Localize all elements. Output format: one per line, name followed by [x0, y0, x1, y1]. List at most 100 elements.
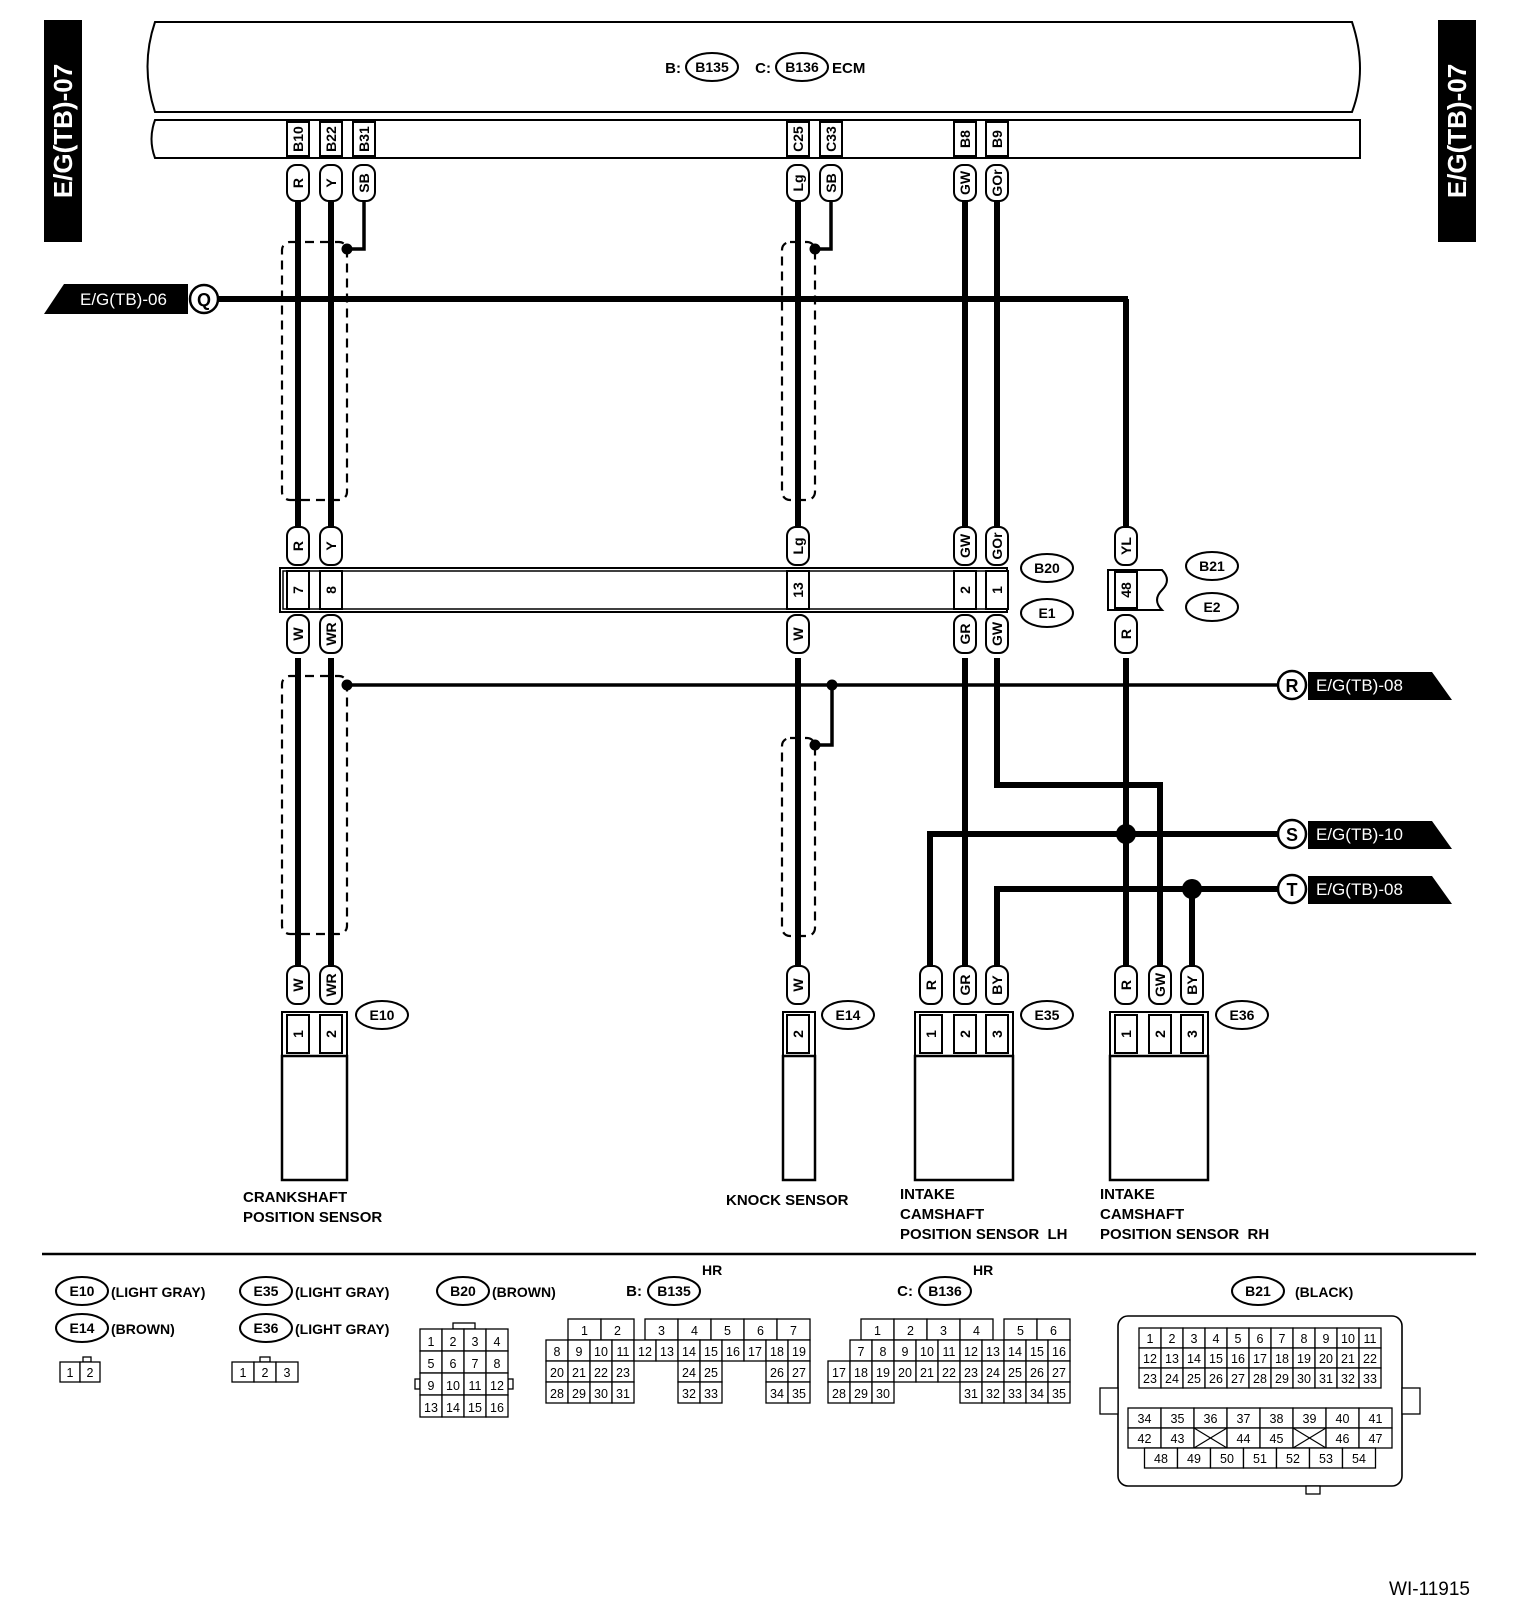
pin-number: 11: [943, 1345, 956, 1359]
pin-number: 54: [1352, 1452, 1366, 1466]
pin-number: 12: [638, 1345, 652, 1359]
legend-b136-conn: B136: [928, 1283, 962, 1299]
pin-number: 21: [920, 1366, 934, 1380]
svg-text:GR: GR: [957, 624, 973, 645]
ecm-pin-b22: B22 Y: [319, 121, 343, 202]
pin-number: 1: [428, 1335, 435, 1349]
pin-number: 38: [1270, 1412, 1284, 1426]
legend-e35-conn: E35: [254, 1283, 279, 1299]
legend: E10 (LIGHT GRAY) E14 (BROWN) 1 2 E35 (LI…: [55, 1262, 1421, 1495]
right-page-label-text: E/G(TB)-07: [1442, 64, 1472, 198]
ecm-pin-c25: C25 Lg: [786, 121, 810, 202]
pin-number: 40: [1336, 1412, 1350, 1426]
pin-number: 9: [428, 1379, 435, 1393]
svg-text:2: 2: [957, 586, 973, 594]
pin-number: 5: [1235, 1332, 1242, 1346]
svg-text:Lg: Lg: [790, 537, 806, 554]
pin-number: 2: [1169, 1332, 1176, 1346]
svg-text:R: R: [923, 980, 939, 990]
ecm-conn-b135: B135: [695, 59, 729, 75]
pin-number: 36: [1204, 1412, 1218, 1426]
sensor-name-line1: KNOCK SENSOR: [726, 1192, 849, 1209]
pin-cell: [485, 1394, 509, 1418]
sensor-conn-e14: E14: [836, 1007, 861, 1023]
svg-text:W: W: [290, 627, 306, 641]
legend-e36-conn: E36: [254, 1320, 279, 1336]
pin-number: 21: [1341, 1352, 1355, 1366]
svg-text:1: 1: [989, 586, 1005, 594]
pin-number: 14: [1008, 1345, 1022, 1359]
pin-number: 16: [1231, 1352, 1245, 1366]
pin-number: 7: [472, 1357, 479, 1371]
junction-pin-8: Y 8 WR: [319, 526, 343, 654]
sensor-name-line1: INTAKE: [900, 1186, 955, 1203]
legend-b135-sup: HR: [702, 1262, 722, 1278]
svg-text:2: 2: [262, 1366, 269, 1380]
pin-number: 18: [770, 1345, 784, 1359]
pin-number: 19: [792, 1345, 806, 1359]
reference-r: R E/G(TB)-08: [1276, 669, 1452, 701]
pin-number: 11: [1364, 1332, 1377, 1346]
wire-tag: GW: [957, 170, 973, 195]
splice-t: [1182, 879, 1202, 899]
pin-number: 27: [792, 1366, 806, 1380]
svg-text:W: W: [790, 978, 806, 992]
legend-b135-conn: B135: [657, 1283, 691, 1299]
pin-number: 7: [858, 1345, 865, 1359]
legend-b135-prefix: B:: [626, 1283, 642, 1300]
reference-s-letter: S: [1286, 825, 1298, 845]
svg-text:BY: BY: [1184, 975, 1200, 995]
ecm-pin-b9: B9 GOr: [985, 121, 1009, 202]
right-page-label: E/G(TB)-07: [1438, 20, 1476, 242]
svg-text:WR: WR: [323, 622, 339, 645]
ecm-name: ECM: [832, 60, 865, 77]
legend-e36-color: (LIGHT GRAY): [295, 1321, 389, 1337]
reference-q-letter: Q: [197, 290, 211, 310]
pin-number: 39: [1303, 1412, 1317, 1426]
junction-conn-b20: B20: [1034, 560, 1060, 576]
svg-text:GW: GW: [957, 533, 973, 558]
sensor-name-line1: CRANKSHAFT: [243, 1189, 347, 1206]
pin-number: 5: [1017, 1324, 1024, 1338]
pin-number: 1: [581, 1324, 588, 1338]
pin-number: 28: [1253, 1372, 1267, 1386]
pin-number: 31: [616, 1387, 630, 1401]
pin-number: 14: [682, 1345, 696, 1359]
svg-text:W: W: [790, 627, 806, 641]
splice-s: [1116, 824, 1136, 844]
pin-number: 19: [876, 1366, 890, 1380]
pin-number: 15: [704, 1345, 718, 1359]
pin-number: 5: [724, 1324, 731, 1338]
junction-conn-b21: B21: [1199, 558, 1225, 574]
pin-number: 8: [880, 1345, 887, 1359]
pin-number: 1: [1147, 1332, 1154, 1346]
sensor-conn-e36: E36: [1230, 1007, 1255, 1023]
pin-number: 12: [964, 1345, 978, 1359]
legend-b20-conn: B20: [450, 1283, 476, 1299]
junction-conn-e2: E2: [1203, 599, 1220, 615]
pin-number: 26: [1030, 1366, 1044, 1380]
pin-cell: [1341, 1447, 1377, 1469]
pin-number: 29: [854, 1387, 868, 1401]
pin-number: 43: [1171, 1432, 1185, 1446]
legend-3pin-face: 1 2 3: [231, 1356, 299, 1383]
wires: [216, 200, 1280, 966]
ecm-pin-b8: B8 GW: [953, 121, 977, 202]
svg-text:8: 8: [323, 586, 339, 594]
pin-number: 16: [726, 1345, 740, 1359]
pin-number: 31: [964, 1387, 978, 1401]
pin-number: 26: [770, 1366, 784, 1380]
pin-number: 34: [770, 1387, 784, 1401]
svg-text:B8: B8: [957, 130, 973, 148]
junction-b21-bottom-wire: R: [1118, 629, 1134, 639]
pin-number: 15: [1030, 1345, 1044, 1359]
svg-text:B31: B31: [356, 126, 372, 152]
pin-number: 24: [986, 1366, 1000, 1380]
svg-text:W: W: [290, 978, 306, 992]
sensor-name-line2: POSITION SENSOR: [243, 1209, 382, 1226]
wire-tag: GOr: [989, 169, 1005, 197]
pin-number: 48: [1154, 1452, 1168, 1466]
pin-number: 4: [691, 1324, 698, 1338]
pin-number: 33: [704, 1387, 718, 1401]
